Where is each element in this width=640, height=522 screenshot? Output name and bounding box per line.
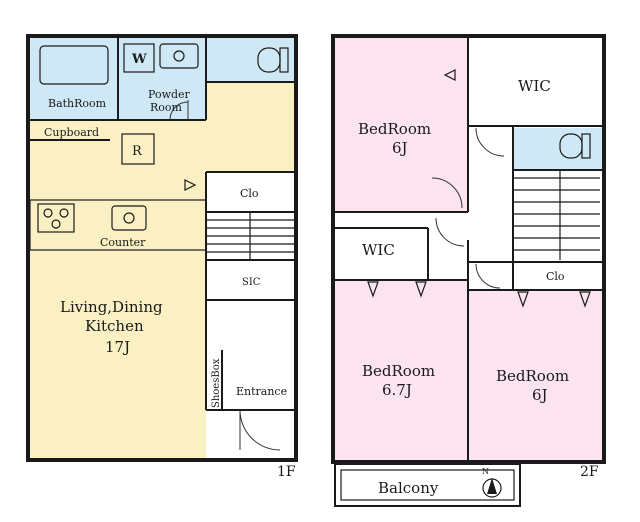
stairs-icon	[206, 212, 294, 260]
bedroom-right-size-label: 6J	[532, 386, 548, 404]
burner-icon	[59, 208, 69, 218]
wic-door-icon	[435, 217, 465, 247]
ldk-size-label: 17J	[105, 338, 130, 356]
closet-area	[206, 172, 294, 212]
door-marker-icon	[415, 281, 427, 298]
second-floor-outer-wall	[331, 34, 606, 464]
shoes-box-label: ShoesBox	[211, 358, 222, 408]
bedroom-right-label: BedRoom	[496, 367, 569, 385]
first-floor-outer-wall	[26, 34, 298, 462]
bedroom-right-area	[468, 290, 602, 460]
second-floor-plan	[331, 34, 606, 507]
powder-door-icon	[169, 100, 189, 121]
sink-icon	[159, 43, 199, 69]
first-floor-walls	[30, 38, 294, 411]
powder-room-area	[118, 38, 206, 120]
door-marker-icon	[184, 179, 197, 191]
sink-drain-icon	[173, 50, 185, 62]
second-floor-labels: BedRoom 6J WIC WIC Clo BedRoom 6.7J BedR…	[358, 77, 599, 497]
bathroom-area	[30, 38, 118, 120]
cupboard-label: Cupboard	[44, 126, 99, 139]
door-marker-icon	[579, 291, 591, 308]
kitchen-sink-icon	[111, 205, 147, 231]
sic-area	[206, 260, 294, 300]
ldk-label-1: Living,Dining	[60, 298, 163, 316]
balcony-rail	[340, 469, 515, 501]
washer-label: W	[131, 52, 147, 67]
door-marker-icon	[443, 69, 456, 81]
burner-icon	[43, 208, 53, 218]
wic-mid-label: WIC	[362, 241, 395, 259]
second-floor-label: 2F	[580, 464, 599, 480]
bedroom-left-area	[335, 280, 468, 460]
closet-label: Clo	[240, 187, 259, 200]
bathroom-label: BathRoom	[48, 97, 107, 110]
ldk-area	[30, 82, 294, 458]
toilet-2f-area	[513, 128, 602, 170]
entrance-area	[206, 300, 294, 458]
north-label: N	[482, 467, 489, 476]
second-floor-walls	[335, 38, 602, 460]
bedroom-left-label: BedRoom	[362, 362, 435, 380]
bedroom-right-door-icon	[475, 263, 501, 289]
first-floor-label: 1F	[277, 464, 296, 480]
balcony-area	[334, 463, 521, 507]
toilet-area	[206, 38, 294, 82]
counter-label: Counter	[100, 236, 146, 249]
bedroom-left-size-label: 6.7J	[382, 381, 412, 399]
powder-room-label-2: Room	[150, 101, 183, 114]
balcony-label: Balcony	[378, 479, 439, 497]
hall-area	[206, 82, 294, 172]
burner-icon	[51, 219, 61, 229]
stove-icon	[37, 203, 75, 233]
door-marker-icon	[517, 291, 529, 308]
entrance-label: Entrance	[236, 385, 287, 398]
sic-label: SIC	[242, 277, 261, 288]
bedroom-top-door-icon	[431, 177, 463, 209]
wic-top-label: WIC	[518, 77, 551, 95]
refrigerator-label: R	[132, 144, 143, 159]
bedroom-top-label: BedRoom	[358, 120, 431, 138]
ldk-label-2: Kitchen	[85, 317, 144, 335]
bedroom-top-area	[335, 38, 468, 212]
faucet-icon	[123, 212, 135, 224]
closet-2f-label: Clo	[546, 270, 565, 283]
toilet-2f-tank-icon	[581, 133, 591, 159]
first-floor-labels: BathRoom W Powder Room Cupboard R Clo Co…	[44, 52, 296, 480]
north-arrow-icon	[487, 478, 497, 494]
washer-icon	[123, 43, 155, 73]
wic-top-door-icon	[475, 127, 505, 157]
stairs-2f-icon	[513, 170, 600, 260]
toilet-tank-icon	[279, 47, 289, 73]
entrance-door-icon	[239, 409, 281, 451]
first-floor-plan	[26, 34, 298, 462]
bathtub-icon	[39, 45, 109, 85]
powder-room-label-1: Powder	[148, 88, 191, 101]
bedroom-top-size-label: 6J	[392, 139, 408, 157]
door-marker-icon	[367, 281, 379, 298]
refrigerator-icon	[121, 133, 155, 165]
